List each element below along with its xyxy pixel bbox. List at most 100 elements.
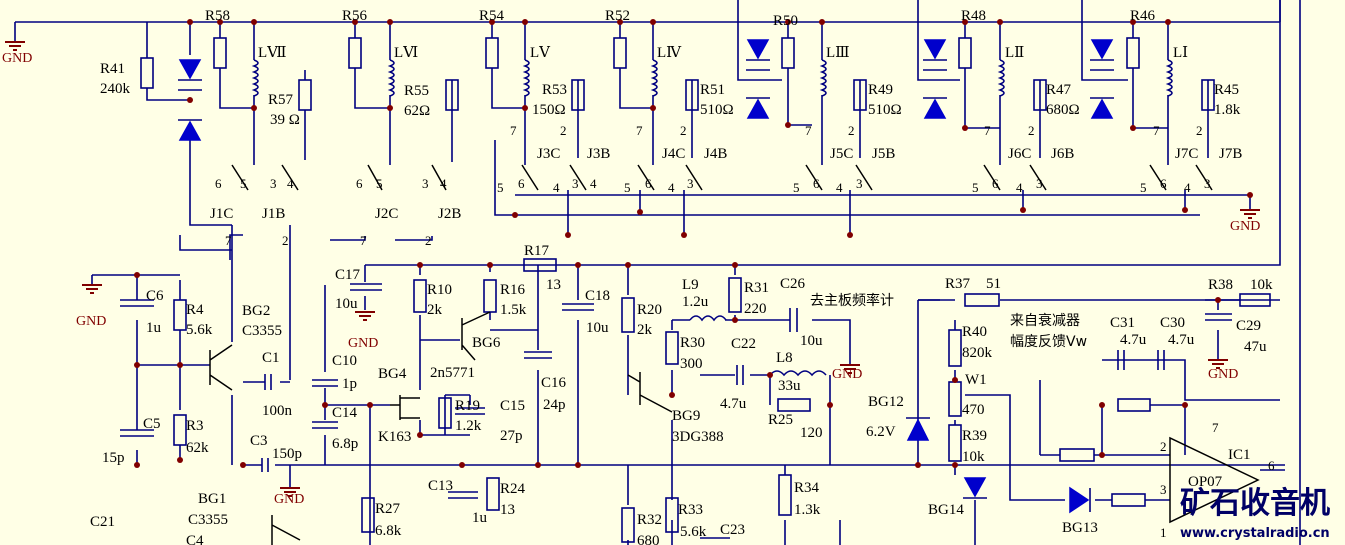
value-r3: 62k (186, 440, 209, 456)
label-c14: C14 (332, 405, 358, 421)
watermark-url: www.crystalradio.cn (1180, 526, 1330, 541)
value-r20: 2k (637, 322, 653, 338)
label-l5: LⅤ (530, 45, 551, 61)
label-j7b: J7B (1219, 146, 1242, 162)
label-r47: R47 (1046, 82, 1072, 98)
ground-symbol: GND (274, 487, 304, 507)
label-r20: R20 (637, 302, 662, 318)
svg-text:GND: GND (1230, 219, 1260, 234)
label-j5b: J5B (872, 146, 895, 162)
pin-numbers: 6 5 3 4 6 5 3 4 7 2 7 2 7 2 7 2 7 2 7 2 … (215, 123, 1275, 540)
value-c31: 4.7u (1120, 332, 1147, 348)
value-r47: 680Ω (1046, 102, 1080, 118)
value-r25: 120 (800, 425, 823, 441)
value-l8: 33u (778, 378, 801, 394)
svg-text:GND: GND (2, 51, 32, 66)
value-r55: 62Ω (404, 103, 430, 119)
svg-text:4: 4 (440, 176, 447, 191)
component-labels: R58 R56 R54 R52 R50 R48 R46 LⅦ LⅥ LⅤ LⅣ … (90, 8, 1273, 545)
type-bg1: C3355 (188, 512, 228, 528)
ground-symbol: GND (2, 41, 32, 66)
label-c1: C1 (262, 350, 280, 366)
label-j6c: J6C (1008, 146, 1031, 162)
label-c5: C5 (143, 416, 161, 432)
label-l6: LⅥ (394, 45, 418, 61)
label-l7: LⅦ (258, 45, 287, 61)
value-r34: 10k (962, 449, 985, 465)
label-r41: R41 (100, 61, 125, 77)
label-r27: R34 (794, 480, 820, 496)
value-r53: 150Ω (532, 102, 566, 118)
label-c16: C16 (541, 375, 567, 391)
svg-text:6: 6 (992, 176, 999, 191)
svg-text:7: 7 (1153, 123, 1160, 138)
svg-text:6: 6 (645, 176, 652, 191)
label-c17: C17 (335, 267, 361, 283)
value-r15: 1.2k (455, 418, 482, 434)
svg-text:4: 4 (1016, 180, 1023, 195)
value-r30: 300 (680, 356, 703, 372)
value-c10: 1p (342, 376, 357, 392)
label-j3c: J3C (537, 146, 560, 162)
svg-text:5: 5 (497, 180, 504, 195)
watermark: 矿石收音机 www.crystalradio.cn (1180, 486, 1330, 541)
svg-text:6: 6 (1160, 176, 1167, 191)
note-attenuator-1: 来自衰减器 (1010, 312, 1080, 329)
label-r34: R39 (962, 428, 987, 444)
label-j7c: J7C (1175, 146, 1198, 162)
label-bg12: BG12 (868, 394, 904, 410)
svg-text:4: 4 (590, 176, 597, 191)
label-l9: L9 (682, 277, 699, 293)
label-r52: R52 (605, 8, 630, 24)
label-r48: R48 (961, 8, 986, 24)
svg-text:2: 2 (1160, 439, 1167, 454)
ground-symbol: GND (1230, 209, 1260, 234)
label-r54: R54 (479, 8, 505, 24)
label-bg13: BG13 (1062, 520, 1098, 536)
ground-symbol: GND (348, 311, 378, 351)
label-c10: C10 (332, 353, 357, 369)
svg-text:GND: GND (1208, 367, 1238, 382)
label-l3: LⅢ (826, 45, 850, 61)
label-l2: LⅡ (1005, 45, 1024, 61)
label-c22: C22 (731, 336, 756, 352)
value-r57: 39 Ω (270, 112, 300, 128)
value-r45: 1.8k (1214, 102, 1241, 118)
label-j1c: J1C (210, 206, 233, 222)
svg-text:2: 2 (1028, 123, 1035, 138)
label-j2b: J2B (438, 206, 461, 222)
label-c15: C15 (500, 398, 525, 414)
label-r57: R57 (268, 92, 294, 108)
note-attenuator-2: 幅度反馈Vw (1010, 334, 1087, 350)
label-r45: R45 (1214, 82, 1239, 98)
capacitor-plates (120, 283, 1232, 539)
label-r37: R38 (1208, 277, 1233, 293)
value-c29: 47u (1244, 339, 1267, 355)
value-r32: 51 (986, 276, 1001, 292)
label-r56: R56 (342, 8, 368, 24)
label-r19: R32 (637, 512, 662, 528)
type-bg4: K163 (378, 429, 411, 445)
label-r25: R25 (768, 412, 793, 428)
svg-text:GND: GND (348, 336, 378, 351)
label-c7: C21 (90, 514, 115, 530)
label-bg1: BG1 (198, 491, 226, 507)
label-c31: C31 (1110, 315, 1135, 331)
label-l1: LⅠ (1173, 45, 1188, 61)
svg-text:3: 3 (1204, 176, 1211, 191)
value-l9: 1.2u (682, 294, 709, 310)
label-r17: R17 (524, 243, 550, 259)
value-r33: 820k (962, 345, 993, 361)
diodes (178, 39, 1114, 514)
value-r49: 510Ω (868, 102, 902, 118)
label-bg2: BG2 (242, 303, 270, 319)
svg-text:4: 4 (553, 180, 560, 195)
svg-text:7: 7 (984, 123, 991, 138)
svg-text:GND: GND (832, 367, 862, 382)
type-ic1: OP07 (1188, 474, 1223, 490)
watermark-logo: 矿石收音机 (1180, 486, 1330, 521)
value-r31: 220 (744, 301, 767, 317)
label-r31: R31 (744, 280, 769, 296)
label-c29: C29 (1236, 318, 1261, 334)
label-j3b: J3B (587, 146, 610, 162)
